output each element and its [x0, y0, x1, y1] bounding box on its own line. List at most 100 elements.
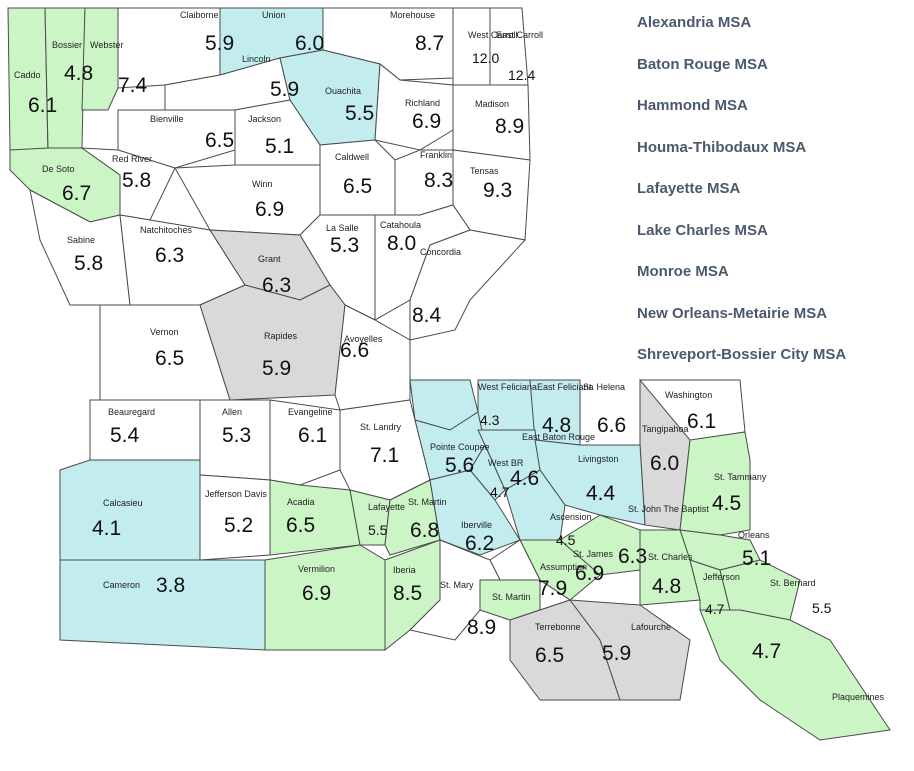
parish-value-caldwell: 6.5 — [343, 175, 372, 198]
parish-name-plaquemines: Plaquemines — [832, 692, 885, 702]
parish-value-st-charles: 4.8 — [652, 575, 681, 598]
parish-value-st-james: 6.9 — [575, 562, 604, 585]
parish-name-st-helena: St. Helena — [583, 382, 625, 392]
parish-name-st-bernard: St. Bernard — [770, 578, 816, 588]
parish-value-winn: 6.9 — [255, 198, 284, 221]
parish-value-webster: 7.4 — [118, 74, 148, 97]
parish-name-tangipahoa: Tangipahoa — [642, 424, 689, 434]
parish-name-east-carroll: East Carroll — [496, 30, 543, 40]
parish-name-richland: Richland — [405, 98, 440, 108]
parish-name-evangeline: Evangeline — [288, 407, 333, 417]
parish-west-carroll — [452, 7, 491, 86]
parish-value-jackson: 5.1 — [265, 135, 294, 158]
parish-value-concordia: 8.4 — [412, 304, 442, 327]
legend-item-shreveport-bossier: Shreveport-Bossier City MSA — [637, 346, 847, 363]
parish-value-franklin: 8.3 — [424, 169, 453, 192]
parish-name-west-carroll: West Carroll — [468, 30, 517, 40]
parish-value-grant: 6.3 — [262, 274, 291, 297]
parish-value-iberia: 8.5 — [393, 582, 422, 605]
parish-name-st-john-the-baptist: St. John The Baptist — [628, 504, 709, 514]
parish-name-pointe-coupee: Pointe Coupee — [430, 442, 490, 452]
parish-value-red-river: 5.8 — [122, 169, 151, 192]
parish-name-natchitoches: Natchitoches — [140, 225, 193, 235]
parish-name-lafayette: Lafayette — [368, 502, 405, 512]
parish-value-madison: 8.9 — [495, 115, 524, 138]
parish-value-st-bernard: 5.5 — [812, 600, 832, 616]
parish-value-st-landry: 7.1 — [370, 444, 399, 467]
parish-value-tensas: 9.3 — [483, 179, 512, 202]
parish-value-allen: 5.3 — [222, 424, 251, 447]
parish-value-caddo: 6.1 — [28, 94, 57, 117]
parish-value-st-helena: 6.6 — [597, 414, 626, 437]
parish-name-livingston: Livingston — [578, 454, 619, 464]
parish-value-terrebonne: 6.5 — [535, 644, 564, 667]
parish-name-terrebonne: Terrebonne — [535, 622, 581, 632]
parish-value-st-john-the-baptist: 6.3 — [618, 545, 647, 568]
parish-name-st-tammany: St. Tammany — [714, 472, 767, 482]
parish-value-vermilion: 6.9 — [302, 582, 331, 605]
parish-value-orleans: 5.1 — [742, 547, 771, 570]
parish-name-st-mary: St. Mary — [440, 580, 474, 590]
parish-value-st-tammany: 4.5 — [712, 492, 741, 515]
parish-value-pointe-coupee: 5.6 — [445, 454, 474, 477]
parish-value-vernon: 6.5 — [155, 347, 184, 370]
parish-value-la-salle: 5.3 — [330, 234, 359, 257]
parish-name-de-soto: De Soto — [42, 164, 75, 174]
parish-value-east-feliciana: 4.8 — [542, 414, 571, 437]
parish-value-iberville: 6.2 — [465, 532, 494, 555]
parish-value-washington: 6.1 — [687, 410, 716, 433]
parish-name-calcasieu: Calcasieu — [103, 498, 143, 508]
parish-value-ouachita: 5.5 — [345, 102, 374, 125]
parish-name-morehouse: Morehouse — [390, 10, 435, 20]
parish-value-sabine: 5.8 — [74, 252, 103, 275]
parish-name-union: Union — [262, 10, 286, 20]
parish-name-st-martin-south: St. Martin — [492, 592, 531, 602]
parish-name-rapides: Rapides — [264, 331, 298, 341]
parish-value-west-feliciana: 4.3 — [480, 412, 500, 428]
parish-value-lafayette: 5.5 — [368, 522, 388, 538]
parish-value-evangeline: 6.1 — [298, 424, 327, 447]
parish-value-avoyelles: 6.6 — [340, 339, 369, 362]
legend-item-alexandria: Alexandria MSA — [637, 14, 752, 31]
parish-name-lafourche: Lafourche — [631, 622, 671, 632]
parish-value-natchitoches: 6.3 — [155, 244, 184, 267]
legend-item-lafayette: Lafayette MSA — [637, 180, 741, 197]
parish-name-webster: Webster — [90, 40, 123, 50]
parish-name-madison: Madison — [475, 99, 509, 109]
parish-name-winn: Winn — [252, 179, 273, 189]
parish-value-catahoula: 8.0 — [387, 232, 416, 255]
parish-st-mary — [409, 539, 511, 641]
parish-value-bossier: 4.8 — [64, 62, 93, 85]
legend-item-lake-charles: Lake Charles MSA — [637, 221, 768, 239]
parish-name-allen: Allen — [222, 407, 242, 417]
parish-lafourche — [568, 599, 691, 701]
parish-caddo — [7, 7, 49, 156]
parish-value-livingston: 4.4 — [586, 482, 616, 505]
parish-st-martin — [384, 479, 441, 556]
parish-webster — [81, 7, 119, 111]
parish-name-concordia: Concordia — [420, 247, 461, 257]
parish-name-jackson: Jackson — [248, 114, 281, 124]
parish-value-de-soto: 6.7 — [62, 182, 91, 205]
parish-value-lincoln: 5.9 — [270, 78, 299, 101]
legend-item-new-orleans-metairie: New Orleans-Metairie MSA — [637, 304, 828, 322]
parish-value-lafourche: 5.9 — [602, 642, 631, 665]
parish-name-east-feliciana: East Feliciana — [537, 382, 594, 392]
parish-name-catahoula: Catahoula — [380, 220, 421, 230]
parish-value-st-mary: 8.9 — [467, 616, 496, 639]
parish-value-west-br: 4.7 — [490, 484, 510, 500]
parish-name-vernon: Vernon — [150, 327, 179, 337]
legend-item-monroe: Monroe MSA — [637, 263, 729, 280]
parish-value-jefferson: 4.7 — [705, 601, 725, 617]
parish-name-grant: Grant — [258, 254, 281, 264]
parish-name-ascension: Ascension — [550, 512, 592, 522]
parish-name-st-james: St. James — [573, 549, 614, 559]
parish-name-franklin: Franklin — [420, 150, 452, 160]
parish-value-union: 6.0 — [295, 32, 324, 55]
parish-name-la-salle: La Salle — [326, 223, 359, 233]
parish-ascension — [504, 469, 566, 541]
parish-avoyelles — [334, 304, 411, 411]
parish-winn — [174, 164, 321, 236]
parish-name-ouachita: Ouachita — [325, 86, 361, 96]
